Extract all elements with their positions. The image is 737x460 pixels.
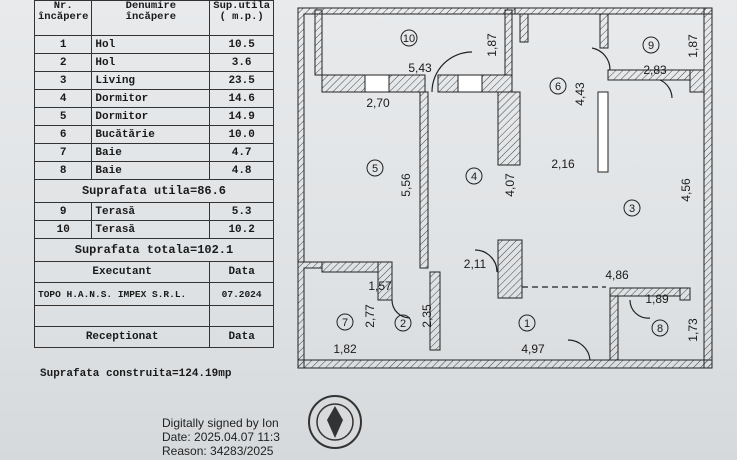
dimension-label: 1,87 (485, 33, 499, 57)
header-name: Denumire (125, 0, 177, 12)
dimension-label: 2,70 (366, 96, 390, 110)
signature-line-2: Date: 2025.04.07 11:3 (162, 430, 280, 444)
svg-text:1: 1 (524, 318, 530, 330)
room-marker-5: 5 (366, 159, 384, 177)
svg-text:9: 9 (648, 40, 654, 52)
dimension-label: 2,83 (643, 63, 667, 77)
dimension-label: 2,11 (464, 257, 487, 271)
header-name-2: încăpere (125, 11, 177, 23)
room-marker-4: 4 (465, 167, 483, 185)
grand-total-row: Suprafata totala=102.1 (34, 238, 274, 262)
dimension-label: 1,82 (333, 342, 357, 356)
signature-line-3: Reason: 34283/2025 (162, 444, 274, 458)
header-nr-2: încăpere (38, 11, 89, 23)
plan-doors (391, 47, 673, 361)
dimension-label: 4,56 (679, 178, 693, 202)
dimension-label: 1,89 (645, 292, 669, 306)
dimension-label: 4,43 (573, 82, 587, 106)
room-marker-7: 7 (336, 313, 354, 331)
svg-text:7: 7 (342, 317, 348, 329)
room-number-markers: 1 2 3 4 5 6 7 8 9 10 (336, 29, 669, 337)
built-area-text: Suprafata construita=124.19mp (40, 368, 232, 380)
svg-text:4: 4 (471, 171, 477, 183)
receptionat-row: Receptionat Data (33, 326, 274, 348)
dimension-label: 4,97 (521, 342, 545, 356)
svg-text:10: 10 (403, 33, 415, 45)
dimension-label: 2,16 (551, 157, 575, 171)
dimension-label: 5,56 (399, 173, 413, 197)
room-marker-9: 9 (642, 36, 660, 54)
header-area: Sup.utila (213, 0, 270, 12)
signature-line-1: Digitally signed by Ion (162, 416, 279, 430)
room-marker-10: 10 (400, 29, 418, 47)
room-marker-1: 1 (518, 314, 536, 332)
header-nr: Nr. (53, 0, 73, 12)
room-marker-6: 6 (549, 77, 567, 95)
room-marker-8: 8 (651, 319, 669, 337)
dimension-label: 5,43 (408, 61, 432, 75)
dimension-label: 2,35 (420, 304, 434, 328)
dimension-label: 1,87 (686, 34, 700, 58)
svg-text:8: 8 (657, 323, 663, 335)
room-marker-3: 3 (623, 199, 641, 217)
svg-text:6: 6 (555, 81, 561, 93)
seal-emblem (308, 395, 362, 449)
svg-text:5: 5 (372, 163, 378, 175)
svg-text:2: 2 (400, 318, 406, 330)
dimension-labels: 5,43 1,87 2,70 5,56 4,07 4,43 1,87 2,83 2,16 4,56… (333, 33, 700, 356)
dimension-label: 4,86 (605, 268, 629, 282)
dimension-label: 1,57 (368, 279, 392, 293)
dimension-label: 1,73 (686, 318, 700, 342)
room-marker-2: 2 (394, 314, 412, 332)
executant-label-row: Executant Data (33, 261, 274, 283)
plan-walls (297, 7, 713, 369)
header-area-unit: ( m.p.) (219, 11, 264, 23)
dimension-label: 4,07 (503, 173, 517, 197)
plan-windows (364, 74, 609, 173)
svg-text:3: 3 (629, 203, 635, 215)
dimension-label: 2,77 (363, 304, 377, 328)
